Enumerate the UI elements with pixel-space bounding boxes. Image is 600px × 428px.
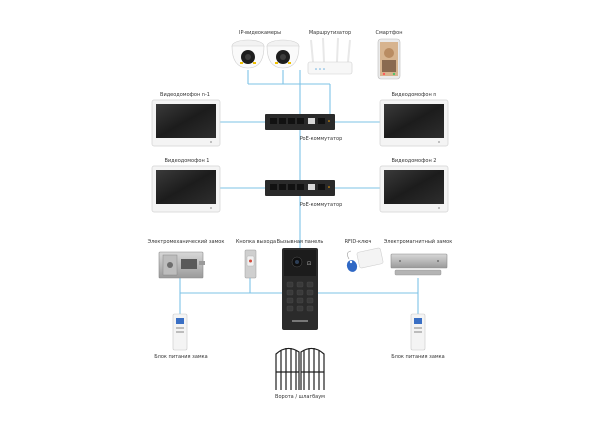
monitor-n-label: Видеодомофон n: [392, 92, 437, 98]
gate-label: Ворота / шлагбаум: [275, 394, 325, 400]
rfid-key-label: RFID-ключ: [345, 239, 372, 245]
call-panel-label: Вызывная панель: [277, 239, 324, 245]
gate-icon: [275, 347, 325, 390]
power-supply-icon: [172, 313, 188, 351]
poe-switch-icon: [265, 114, 335, 130]
exit-button-label: Кнопка выхода: [236, 239, 276, 245]
poe-switch-icon: [265, 180, 335, 196]
exit-button-icon: [244, 249, 257, 279]
monitor-icon: [379, 165, 449, 213]
monitor-2-label: Видеодомофон 2: [392, 158, 437, 164]
monitor-icon: [379, 99, 449, 147]
psu-right-label: Блок питания замка: [391, 354, 444, 360]
em-lock-icon: [158, 251, 205, 279]
psu-left-label: Блок питания замка: [154, 354, 207, 360]
power-supply-icon: [410, 313, 426, 351]
monitor-1-label: Видеодомофон 1: [165, 158, 210, 164]
call-panel-icon: ⊡: [282, 248, 318, 330]
poe-switch-bottom-label: PoE-коммутатор: [300, 202, 343, 208]
rfid-key-icon: [346, 247, 384, 272]
dome-camera-icon: [266, 39, 300, 69]
em-lock-label: Электромеханический замок: [148, 238, 225, 245]
router-icon: [307, 37, 353, 75]
router-label: Маршрутизатор: [309, 30, 351, 36]
ip-cameras-label: IP-видеокамеры: [239, 30, 281, 36]
monitor-n1-label: Видеодомофон n-1: [160, 92, 210, 98]
poe-switch-top-label: PoE-коммутатор: [300, 136, 343, 142]
connection-wires: [179, 70, 419, 315]
smartphone-label: Смартфон: [375, 30, 402, 36]
mag-lock-icon: [390, 253, 448, 276]
mag-lock-label: Электромагнитный замок: [384, 238, 452, 245]
monitor-icon: [151, 99, 221, 147]
svg-text:⊡: ⊡: [307, 261, 311, 267]
smartphone-icon: [377, 38, 401, 80]
monitor-icon: [151, 165, 221, 213]
dome-camera-icon: [231, 39, 265, 69]
